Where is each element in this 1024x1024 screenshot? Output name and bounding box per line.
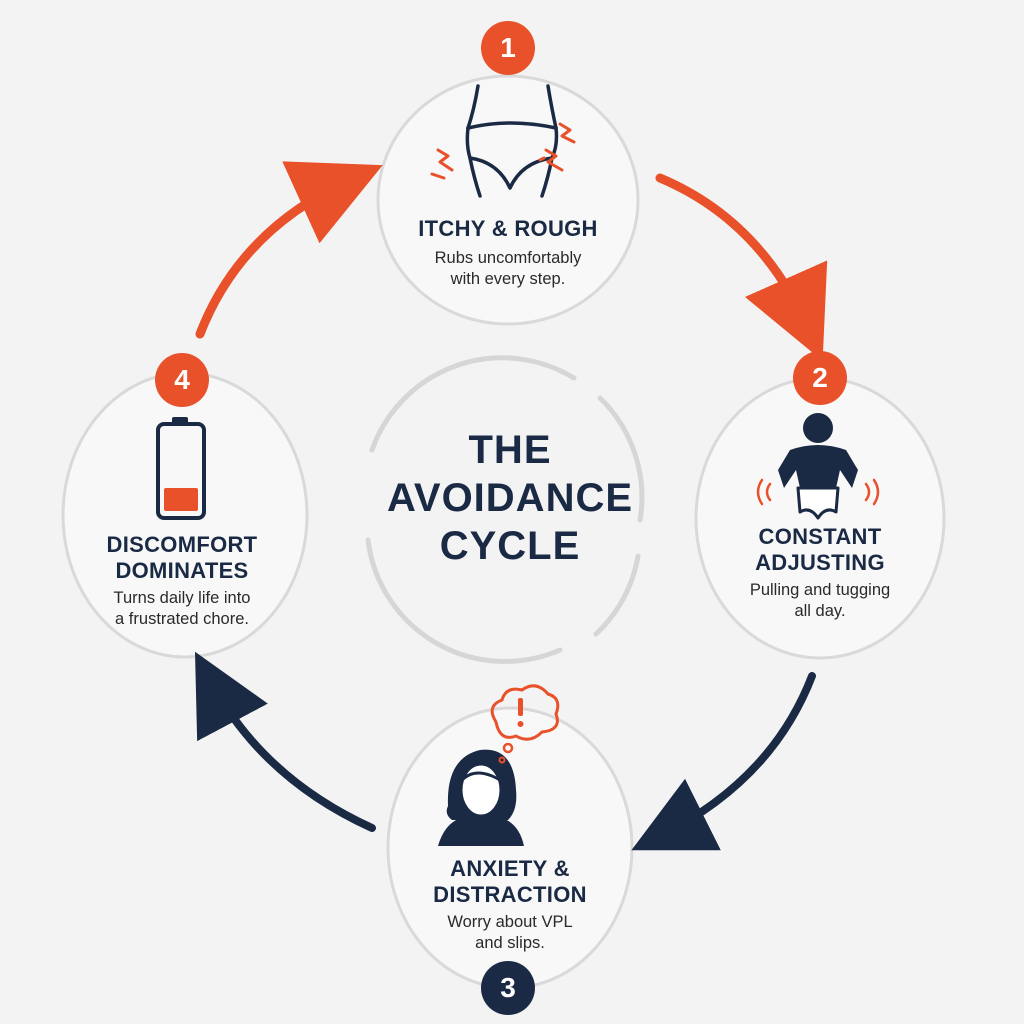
step-1-desc-line-2: with every step. bbox=[450, 270, 566, 288]
step-4-number: 4 bbox=[174, 364, 190, 395]
arrow-step3-to-step4 bbox=[194, 651, 376, 832]
step-1-badge bbox=[481, 21, 535, 75]
step-2-title-line-1: CONSTANT bbox=[758, 524, 882, 549]
step-1-text: ITCHY & ROUGH Rubs uncomfortably with ev… bbox=[378, 216, 638, 290]
step-2-title-line-2: ADJUSTING bbox=[755, 550, 885, 575]
underwear-irritation-icon bbox=[430, 84, 576, 198]
step-3-desc-line-1: Worry about VPL bbox=[447, 913, 573, 931]
step-3-title-line-1: ANXIETY & bbox=[450, 856, 570, 881]
arrow-step1-to-step2 bbox=[655, 173, 828, 361]
step-4-desc-line-1: Turns daily life into bbox=[113, 589, 251, 607]
step-1-number: 1 bbox=[500, 32, 516, 63]
step-1-title: ITCHY & ROUGH bbox=[418, 216, 598, 241]
step-3-badge bbox=[481, 961, 535, 1015]
low-battery-icon bbox=[156, 417, 206, 520]
step-4-title-line-1: DISCOMFORT bbox=[106, 532, 258, 557]
step-3-text: ANXIETY & DISTRACTION Worry about VPL an… bbox=[390, 856, 630, 954]
step-2-number: 2 bbox=[812, 362, 828, 393]
step-2-desc-line-1: Pulling and tugging bbox=[749, 581, 891, 599]
step-1-desc-line-1: Rubs uncomfortably bbox=[434, 249, 582, 267]
step-2-text: CONSTANT ADJUSTING Pulling and tugging a… bbox=[696, 524, 944, 622]
center-ring bbox=[365, 355, 645, 664]
center-title-line-3: CYCLE bbox=[439, 524, 581, 568]
arrow-step2-to-step3 bbox=[631, 672, 816, 851]
worried-woman-icon bbox=[438, 684, 560, 846]
center-title: THE AVOIDANCE CYCLE bbox=[360, 426, 660, 570]
step-4-desc-line-2: a frustrated chore. bbox=[115, 610, 249, 628]
arrow-step4-to-step1 bbox=[195, 161, 383, 339]
step-3-desc-line-2: and slips. bbox=[475, 934, 545, 952]
step-2-badge bbox=[793, 351, 847, 405]
step-4-badge bbox=[155, 353, 209, 407]
step-3-title-line-2: DISTRACTION bbox=[433, 882, 587, 907]
center-title-line-2: AVOIDANCE bbox=[386, 476, 634, 520]
step-3-number: 3 bbox=[500, 972, 516, 1003]
person-adjusting-icon bbox=[756, 413, 880, 520]
step-4-title-line-2: DOMINATES bbox=[115, 558, 249, 583]
center-title-line-1: THE bbox=[468, 428, 552, 472]
step-2-desc-line-2: all day. bbox=[794, 602, 846, 620]
step-4-text: DISCOMFORT DOMINATES Turns daily life in… bbox=[60, 532, 304, 630]
